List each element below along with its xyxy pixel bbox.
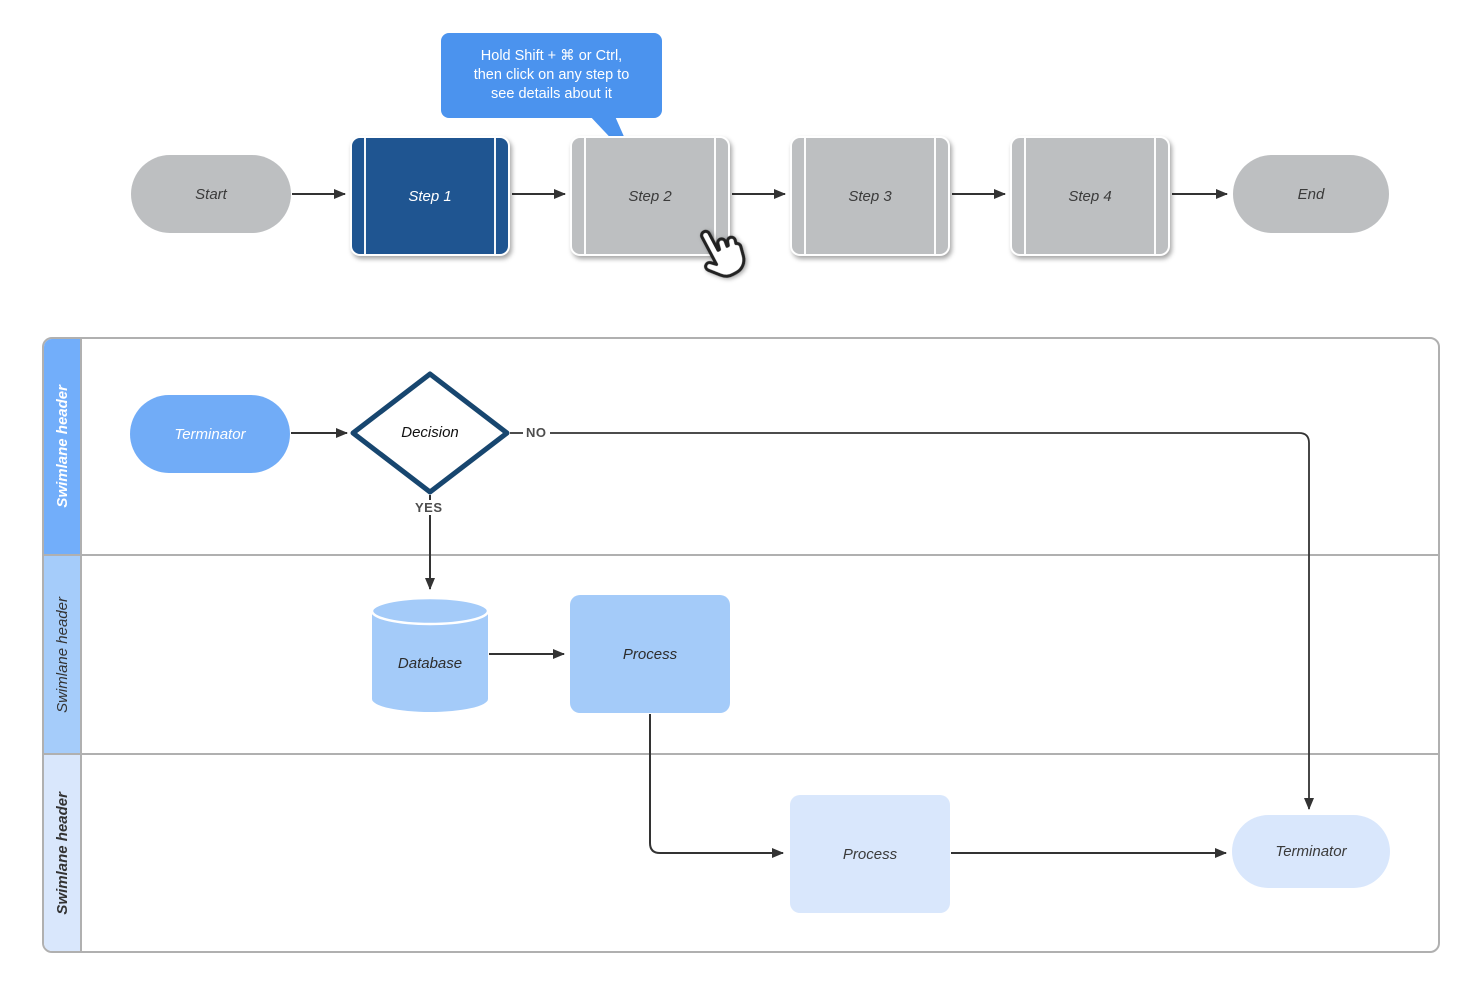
predefined-process-line: [804, 138, 806, 254]
swimlane-1: Swimlane header: [44, 339, 1438, 556]
start-terminator[interactable]: Start: [131, 155, 291, 233]
predefined-process-line: [934, 138, 936, 254]
step-4[interactable]: Step 4: [1010, 136, 1170, 256]
database-label: Database: [397, 655, 463, 672]
swimlane-2-header[interactable]: Swimlane header: [44, 556, 82, 753]
branch-yes-label: YES: [412, 500, 446, 515]
lane3-process-label: Process: [842, 845, 898, 863]
lane2-process-label: Process: [622, 645, 678, 663]
swimlane-3-header[interactable]: Swimlane header: [44, 755, 82, 951]
connector-decision-no-terminator: [510, 432, 1314, 810]
end-terminator[interactable]: End: [1233, 155, 1389, 233]
lane1-terminator[interactable]: Terminator: [130, 395, 290, 473]
step-1-label: Step 1: [408, 187, 452, 205]
connector-process2-process3: [649, 714, 784, 858]
lane2-process[interactable]: Process: [570, 595, 730, 713]
lane1-terminator-label: Terminator: [174, 425, 246, 443]
swimlane-3: Swimlane header: [44, 755, 1438, 951]
predefined-process-line: [494, 138, 496, 254]
predefined-process-line: [584, 138, 586, 254]
predefined-process-line: [714, 138, 716, 254]
start-label: Start: [195, 185, 227, 203]
lane3-process[interactable]: Process: [790, 795, 950, 913]
step-3[interactable]: Step 3: [790, 136, 950, 256]
database-lid: [370, 596, 490, 626]
swimlane-1-header[interactable]: Swimlane header: [44, 339, 82, 554]
decision-shape[interactable]: [350, 371, 510, 495]
tooltip-line: see details about it: [491, 86, 612, 102]
step-4-label: Step 4: [1068, 187, 1112, 205]
predefined-process-line: [364, 138, 366, 254]
step-2-label: Step 2: [628, 187, 672, 205]
end-label: End: [1297, 185, 1325, 203]
decision-label: Decision: [401, 424, 459, 441]
tooltip-line: then click on any step to: [473, 67, 630, 83]
lane3-terminator-label: Terminator: [1275, 843, 1347, 860]
step-3-label: Step 3: [848, 187, 892, 205]
swimlane-2: Swimlane header: [44, 556, 1438, 755]
database-shape[interactable]: [372, 611, 488, 712]
tooltip-line: Hold Shift + ⌘ or Ctrl,: [480, 48, 623, 64]
predefined-process-line: [1154, 138, 1156, 254]
step-1[interactable]: Step 1: [350, 136, 510, 256]
branch-no-label: NO: [523, 425, 550, 440]
tooltip-bubble: Hold Shift + ⌘ or Ctrl, then click on an…: [441, 33, 662, 118]
lane3-terminator[interactable]: Terminator: [1232, 815, 1390, 888]
predefined-process-line: [1024, 138, 1026, 254]
hand-cursor-icon: [700, 229, 746, 278]
